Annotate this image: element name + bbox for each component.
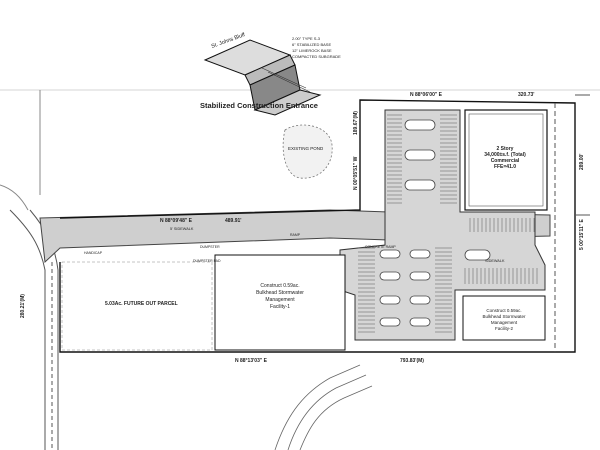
sidewalk-label: 5' SIDEWALK	[170, 227, 194, 231]
bearing-north-top-dist: 320.73'	[518, 92, 534, 98]
building-use: Commercial	[491, 158, 520, 164]
building-ffe: FFE=41.0	[494, 164, 516, 170]
existing-pond	[282, 124, 333, 179]
bearing-south-dist: 793.83'(M)	[400, 358, 424, 364]
stormwater-2-line-3: Management	[491, 320, 518, 325]
existing-pond-label: EXISTING POND	[288, 146, 324, 151]
stabilized-entrance-label: Stabilized Construction Entrance	[200, 101, 318, 110]
bearing-south: N 88°13'03" E	[235, 358, 268, 364]
entrance-note-1: 2.00" TYPE S-3	[292, 36, 321, 41]
construction-entrance-drawing	[203, 39, 322, 116]
stormwater-1-line-2: Bulkhead Stormwater	[256, 290, 304, 296]
bearing-inner-vertical-dist: 189.67'(M)	[353, 111, 359, 135]
entrance-note-2: 6" STABILIZED BASE	[292, 42, 331, 47]
ramp-label: RAMP	[290, 233, 301, 237]
bearing-inner-vertical: N 00°05'51" W	[353, 156, 359, 190]
parking-stalls	[358, 114, 538, 333]
entrance-note-3: 12" LIMEROCK BASE	[292, 48, 332, 53]
bearing-east: 5 00°15'11" E	[579, 218, 585, 250]
bearing-middle-dist: 489.91'	[225, 218, 241, 224]
sidewalk-label-2: SIDEWALK	[485, 259, 505, 263]
bearing-east-upper-dist: 289.00'	[579, 154, 585, 170]
building	[464, 109, 548, 211]
bearing-west: 280.21'(M)	[20, 294, 26, 318]
building-title: 2 Story	[497, 146, 514, 152]
stormwater-facility-1	[214, 254, 346, 351]
bearing-middle: N 88°09'48" E	[160, 218, 193, 224]
stormwater-1-line-4: Facility-1	[270, 304, 290, 310]
entrance-note-4: COMPACTED SUBGRADE	[292, 54, 341, 59]
handicap-label: HANDICAP	[84, 251, 103, 255]
building-area: 34,000±s.f. (Total)	[484, 152, 526, 158]
future-out-parcel-label: 5.03Ac. FUTURE OUT PARCEL	[105, 301, 178, 307]
concrete-ramp-label: CONCRETE RAMP	[365, 245, 396, 249]
stormwater-2-line-1: Construct 0.59ac.	[486, 308, 521, 313]
property-boundary	[59, 99, 576, 353]
stormwater-2-line-2: Bulkhead Stormwater	[482, 314, 526, 319]
parking-islands	[379, 119, 491, 327]
drainage-feature	[274, 364, 373, 450]
dumpster-pad-label: DUMPSTER PAD	[193, 259, 221, 263]
dumpster-label: DUMPSTER	[200, 245, 220, 249]
stormwater-2-line-4: Facility-2	[495, 326, 513, 331]
east-boundary-line	[554, 94, 590, 352]
access-road	[0, 89, 600, 450]
stormwater-1-line-1: Construct 0.59ac.	[260, 283, 299, 289]
stormwater-facility-2	[462, 295, 546, 341]
building-inner-outline	[468, 113, 544, 207]
bearing-north-top: N 88°06'00" E	[410, 92, 443, 98]
future-out-parcel-area	[61, 261, 213, 351]
stormwater-1-line-3: Management	[265, 297, 295, 303]
